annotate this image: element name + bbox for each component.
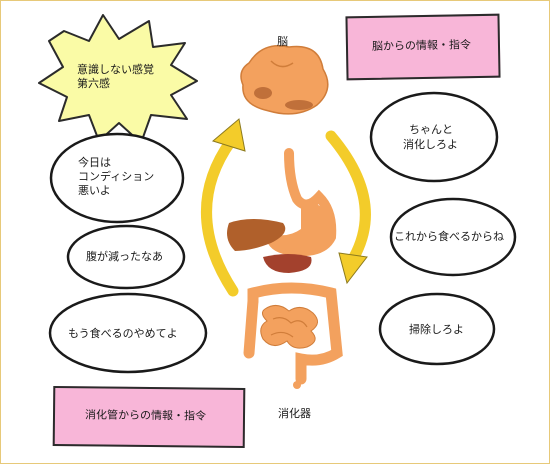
right-bubble-3 (378, 292, 496, 366)
upward-arrowhead (211, 118, 246, 152)
upward-arrow (201, 135, 239, 297)
right-bubble-1-line-2: 消化しろよ (403, 138, 458, 151)
downward-arrowhead (338, 252, 368, 285)
downward-arrow (325, 130, 371, 265)
brain-label: 脳 (277, 35, 288, 48)
right-bubble-1-line-1: ちゃんと (409, 123, 453, 136)
brain-illustration (240, 45, 329, 115)
digestive-label: 消化器 (278, 407, 311, 420)
left-bubble-3 (48, 292, 208, 374)
left-bubble-1-line-2: コンディション (78, 170, 155, 183)
right-bubble-1 (369, 91, 499, 183)
left-bubble-3-line-1: もう食べるのやめてよ (68, 327, 178, 340)
right-bubble-2-line-1: これから食べるからね (394, 230, 504, 243)
left-bubble-2-line-1: 腹が減ったなあ (86, 250, 163, 263)
brain-info-text: 脳からの情報・指令 (371, 38, 472, 53)
left-bubble-1-line-3: 悪いよ (78, 184, 111, 197)
left-bubble-1 (49, 132, 185, 224)
right-bubble-2 (389, 197, 517, 277)
brain-info-box: 脳からの情報・指令 (345, 13, 501, 81)
left-bubble-1-line-1: 今日は (78, 156, 111, 169)
sixth-sense-star (38, 14, 198, 144)
sixth-sense-line-2: 第六感 (77, 77, 110, 90)
digestive-info-box: 消化管からの情報・指令 (52, 385, 246, 449)
digestive-illustration (227, 148, 343, 389)
right-bubble-3-line-1: 掃除しろよ (409, 323, 464, 336)
sixth-sense-line-1: 意識しない感覚 (77, 63, 154, 76)
left-bubble-2 (66, 224, 186, 290)
digestive-info-text: 消化管からの情報・指令 (84, 408, 207, 423)
